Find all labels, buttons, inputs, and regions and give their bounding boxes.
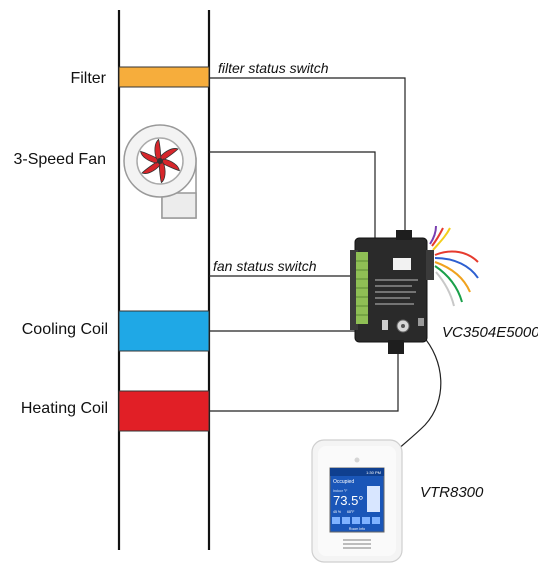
fan-blade [158,162,166,184]
fan-wire [209,151,376,248]
filter-status-wire [209,77,406,238]
heating-coil-wire [209,348,399,412]
wiring [209,77,442,459]
thermostat-footer: Room Info [349,527,365,531]
thermostat-humidity: 45 % [333,510,341,514]
heating-coil-block [118,390,210,432]
thermostat-status: Occupied [333,479,354,485]
fan-blade [159,148,179,162]
thermostat-setpoint: 68°F [347,510,354,514]
controller-wire-leads [429,225,479,307]
heating-coil-label: Heating Coil [21,400,108,417]
heating-coil: Heating Coil [21,390,210,432]
fan-blade [141,160,161,174]
thermostat-time: 1:30 PM [366,470,381,475]
fan-status-switch-label: fan status switch [213,258,317,274]
controller: VC3504E5000 [350,225,538,354]
fan-blade [154,138,162,160]
fan: 3-Speed Fan [13,124,197,219]
thermostat-temperature: 73.5° [333,493,364,508]
filter-block [118,66,210,88]
filter-status-switch-label: filter status switch [218,60,329,76]
cooling-coil: Cooling Coil [22,310,210,352]
filter-label: Filter [70,70,106,87]
thermostat-model-label: VTR8300 [420,484,484,501]
fan-blades [140,138,180,184]
thermostat: 1:30 PM Occupied Indoor °F 73.5° 45 % 68… [311,439,484,563]
fan-label: 3-Speed Fan [13,151,106,168]
thermostat-indoor-label: Indoor °F [333,489,347,493]
controller-model-label: VC3504E5000 [442,324,538,341]
fan-icon [123,124,197,219]
cooling-coil-block [118,310,210,352]
filter: Filter [70,66,210,88]
cooling-coil-label: Cooling Coil [22,321,108,338]
fan-blade [140,150,160,164]
fan-blade [160,158,180,172]
